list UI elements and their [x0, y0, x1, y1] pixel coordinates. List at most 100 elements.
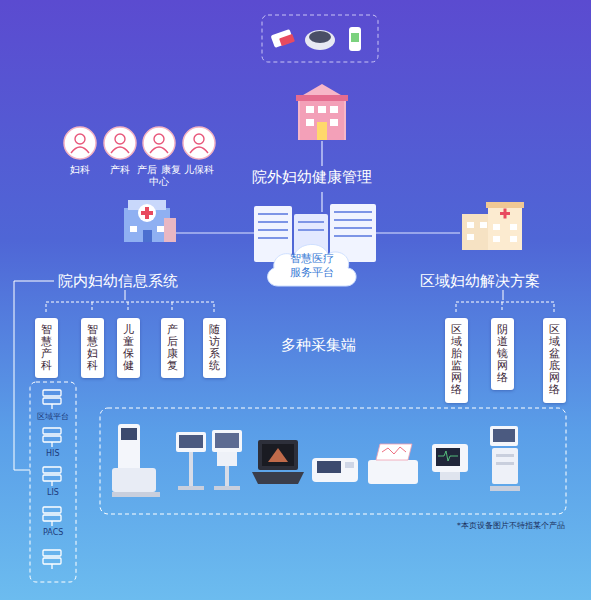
server-column	[43, 436, 61, 442]
device-group	[225, 466, 229, 488]
link-line	[321, 141, 322, 166]
server-rack	[334, 211, 372, 213]
device-group	[268, 448, 288, 462]
system-box: 智慧妇科	[81, 318, 104, 378]
server-rack	[258, 237, 288, 239]
device-group	[312, 458, 358, 482]
device-group	[112, 468, 156, 492]
device-group	[368, 460, 418, 484]
regional-building	[493, 224, 500, 230]
community-building	[330, 106, 338, 113]
device-group-top	[349, 27, 361, 51]
circle-icon	[141, 125, 177, 161]
circle-outline	[64, 127, 96, 159]
circle-outline	[183, 127, 215, 159]
community-building	[306, 106, 314, 113]
community-building	[296, 84, 348, 140]
device-group	[258, 440, 298, 470]
device-group-top	[309, 31, 331, 43]
department-icon: 产后 康复中心	[134, 125, 184, 188]
system-box: 随访系统	[203, 318, 226, 378]
server-rack	[258, 221, 288, 223]
device-group-top	[262, 15, 378, 62]
department-icon: 儿保科	[174, 125, 224, 176]
server-column	[43, 475, 61, 481]
community-building	[296, 95, 348, 101]
node-text: 儿童保健	[123, 324, 134, 372]
regional-building	[504, 209, 507, 219]
server-rack	[258, 212, 372, 238]
device-group	[179, 435, 203, 448]
bracket-line	[502, 302, 503, 312]
footnote: *本页设备图片不特指某个产品	[457, 521, 565, 531]
person-icon	[115, 134, 125, 144]
person-icon	[111, 147, 129, 153]
server-column	[43, 428, 61, 434]
server-column	[43, 550, 61, 556]
bracket-line	[172, 302, 173, 312]
section-heading: 多种采集端	[281, 336, 356, 355]
link-line	[172, 232, 255, 233]
server-column	[30, 382, 76, 582]
person-icon	[75, 134, 85, 144]
device-group	[490, 486, 520, 491]
bracket-line	[128, 302, 129, 312]
person-icon	[194, 134, 204, 144]
device-group	[215, 433, 239, 448]
device-group	[440, 472, 460, 480]
device-group	[176, 432, 206, 452]
node-text: 区域胎监网络	[451, 324, 462, 397]
hospital-building	[130, 226, 137, 232]
circle-icon	[102, 125, 138, 161]
circle-outline	[143, 127, 175, 159]
bracket-line	[503, 290, 504, 300]
node-text: 阴道镜网络	[497, 324, 508, 384]
server-label: 区域平台	[37, 411, 69, 422]
device-group	[493, 429, 515, 442]
node-text: 产后 康复中心	[134, 164, 184, 188]
department-icon: 妇科	[55, 125, 105, 176]
server-label: HIS	[46, 449, 59, 458]
device-group	[438, 451, 458, 461]
device-group	[178, 486, 204, 490]
regional-building	[462, 202, 524, 250]
server-column	[43, 507, 61, 513]
node-text: 儿保科	[174, 164, 224, 176]
server-rack	[298, 229, 324, 231]
node-text: 智慧产科	[41, 324, 52, 372]
device-group	[432, 444, 468, 472]
system-box: 产后康复	[161, 318, 184, 378]
node-text: 智慧医疗 服务平台	[287, 252, 337, 281]
device-group	[345, 462, 354, 468]
device-group	[217, 452, 237, 466]
community-building	[330, 119, 338, 126]
server-rack	[258, 229, 288, 231]
circle-icon	[181, 125, 217, 161]
system-box: 智慧产科	[35, 318, 58, 378]
device-group	[496, 454, 514, 457]
bracket-line	[125, 290, 126, 300]
hospital-building	[124, 200, 176, 242]
regional-building	[510, 236, 517, 242]
regional-building	[488, 206, 522, 250]
device-group	[436, 448, 460, 466]
regional-building	[493, 236, 500, 242]
regional-building	[467, 222, 517, 242]
device-group	[112, 492, 160, 497]
system-box: 儿童保健	[117, 318, 140, 378]
community-building	[317, 122, 327, 140]
regional-building	[467, 222, 474, 228]
section-heading: 院外妇幼健康管理	[252, 168, 372, 187]
regional-building	[467, 234, 474, 240]
node-text: 妇科	[55, 164, 105, 176]
community-building	[300, 98, 344, 140]
hospital-building	[124, 208, 170, 242]
network-box: 区域盆底网络	[543, 318, 566, 403]
hospital-building	[164, 218, 176, 242]
bracket-line	[14, 281, 554, 470]
device-group	[214, 486, 240, 490]
hospital-building	[157, 226, 164, 232]
hospital-building	[143, 230, 152, 242]
regional-building	[486, 202, 524, 208]
hospital-building	[141, 211, 153, 215]
